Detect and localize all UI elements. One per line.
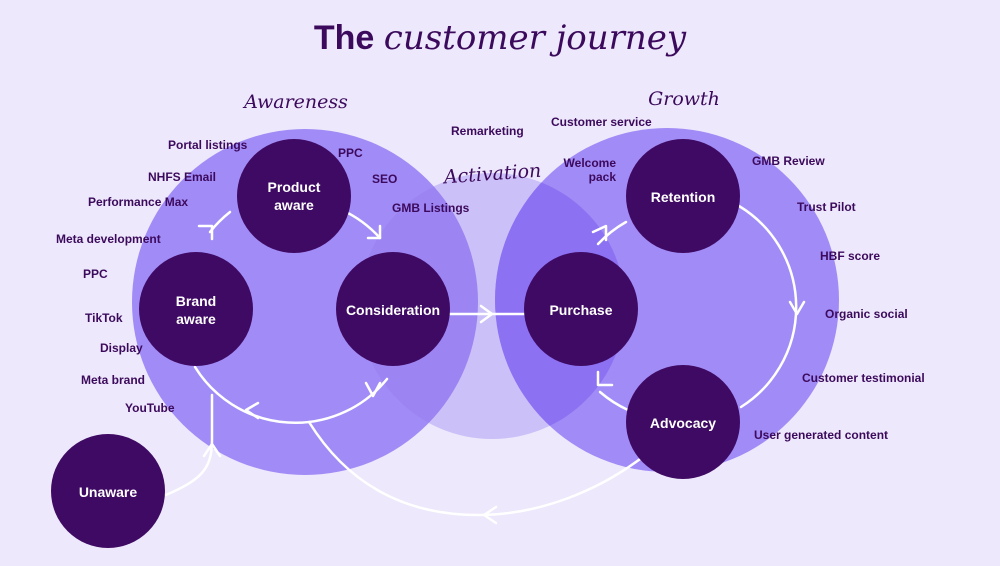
unaware-arrow	[164, 393, 214, 497]
channel-label: Display	[100, 341, 143, 355]
awareness-cycle-arrow	[193, 365, 389, 424]
growth-cycle-arrow	[737, 204, 798, 409]
channel-label: Portal listings	[168, 138, 248, 152]
awareness-cycle-arrow-upper	[208, 210, 232, 234]
channel-label: Customer testimonial	[802, 371, 925, 385]
zone-label-growth: Growth	[648, 88, 720, 110]
arrowhead	[788, 300, 806, 316]
node-purchase: Purchase	[524, 252, 638, 366]
advocacy-loop-arrow	[307, 420, 646, 517]
channel-label: SEO	[372, 172, 397, 186]
node-label: Consideration	[346, 302, 440, 318]
node-label: Unaware	[79, 484, 138, 500]
channel-label: TikTok	[85, 311, 123, 325]
channel-label: NHFS Email	[148, 170, 216, 184]
channel-label: Customer service	[551, 115, 652, 129]
node-advocacy: Advocacy	[626, 365, 740, 479]
arrowhead	[479, 304, 494, 324]
channel-label: Meta brand	[81, 373, 145, 387]
arrowhead	[482, 505, 498, 525]
page-title: The customer journey	[0, 18, 1000, 58]
arrowhead	[197, 224, 214, 241]
channel-label: PPC	[83, 267, 108, 281]
channel-label: pack	[589, 170, 617, 184]
channel-label: YouTube	[125, 401, 175, 415]
channel-label: HBF score	[820, 249, 880, 263]
channel-label: Meta development	[56, 232, 161, 246]
title-italic: customer journey	[383, 18, 687, 58]
node-label: aware	[176, 311, 216, 327]
node-product-aware: Product aware	[237, 139, 351, 253]
channel-label: Organic social	[825, 307, 908, 321]
node-label: Advocacy	[650, 415, 716, 431]
channel-label: PPC	[338, 146, 363, 160]
channel-label: GMB Listings	[392, 201, 470, 215]
node-label: Purchase	[549, 302, 612, 318]
channel-label: Performance Max	[88, 195, 188, 209]
channel-label: User generated content	[754, 428, 888, 442]
growth-cycle-arrow-top	[596, 220, 628, 246]
overlap-right	[495, 173, 625, 439]
channel-label: GMB Review	[752, 154, 825, 168]
node-label: Product	[268, 179, 321, 195]
arrowhead	[364, 381, 382, 398]
node-label: Retention	[651, 189, 716, 205]
arrowhead	[596, 370, 614, 387]
overlap-left	[359, 173, 478, 439]
zone-label-awareness: Awareness	[242, 91, 348, 113]
arrowhead	[366, 224, 382, 240]
arrowhead	[202, 442, 222, 458]
channel-label: Welcome	[564, 156, 617, 170]
channel-label: Remarketing	[451, 124, 524, 138]
node-unaware: Unaware	[51, 434, 165, 548]
title-bold: The	[313, 19, 375, 57]
arrowhead	[244, 401, 260, 420]
node-label: Brand	[176, 293, 216, 309]
node-brand-aware: Brand aware	[139, 252, 253, 366]
node-retention: Retention	[626, 139, 740, 253]
node-label: aware	[274, 197, 314, 213]
channel-label: Trust Pilot	[797, 200, 856, 214]
arrowhead	[591, 224, 608, 242]
node-consideration: Consideration	[336, 252, 450, 366]
